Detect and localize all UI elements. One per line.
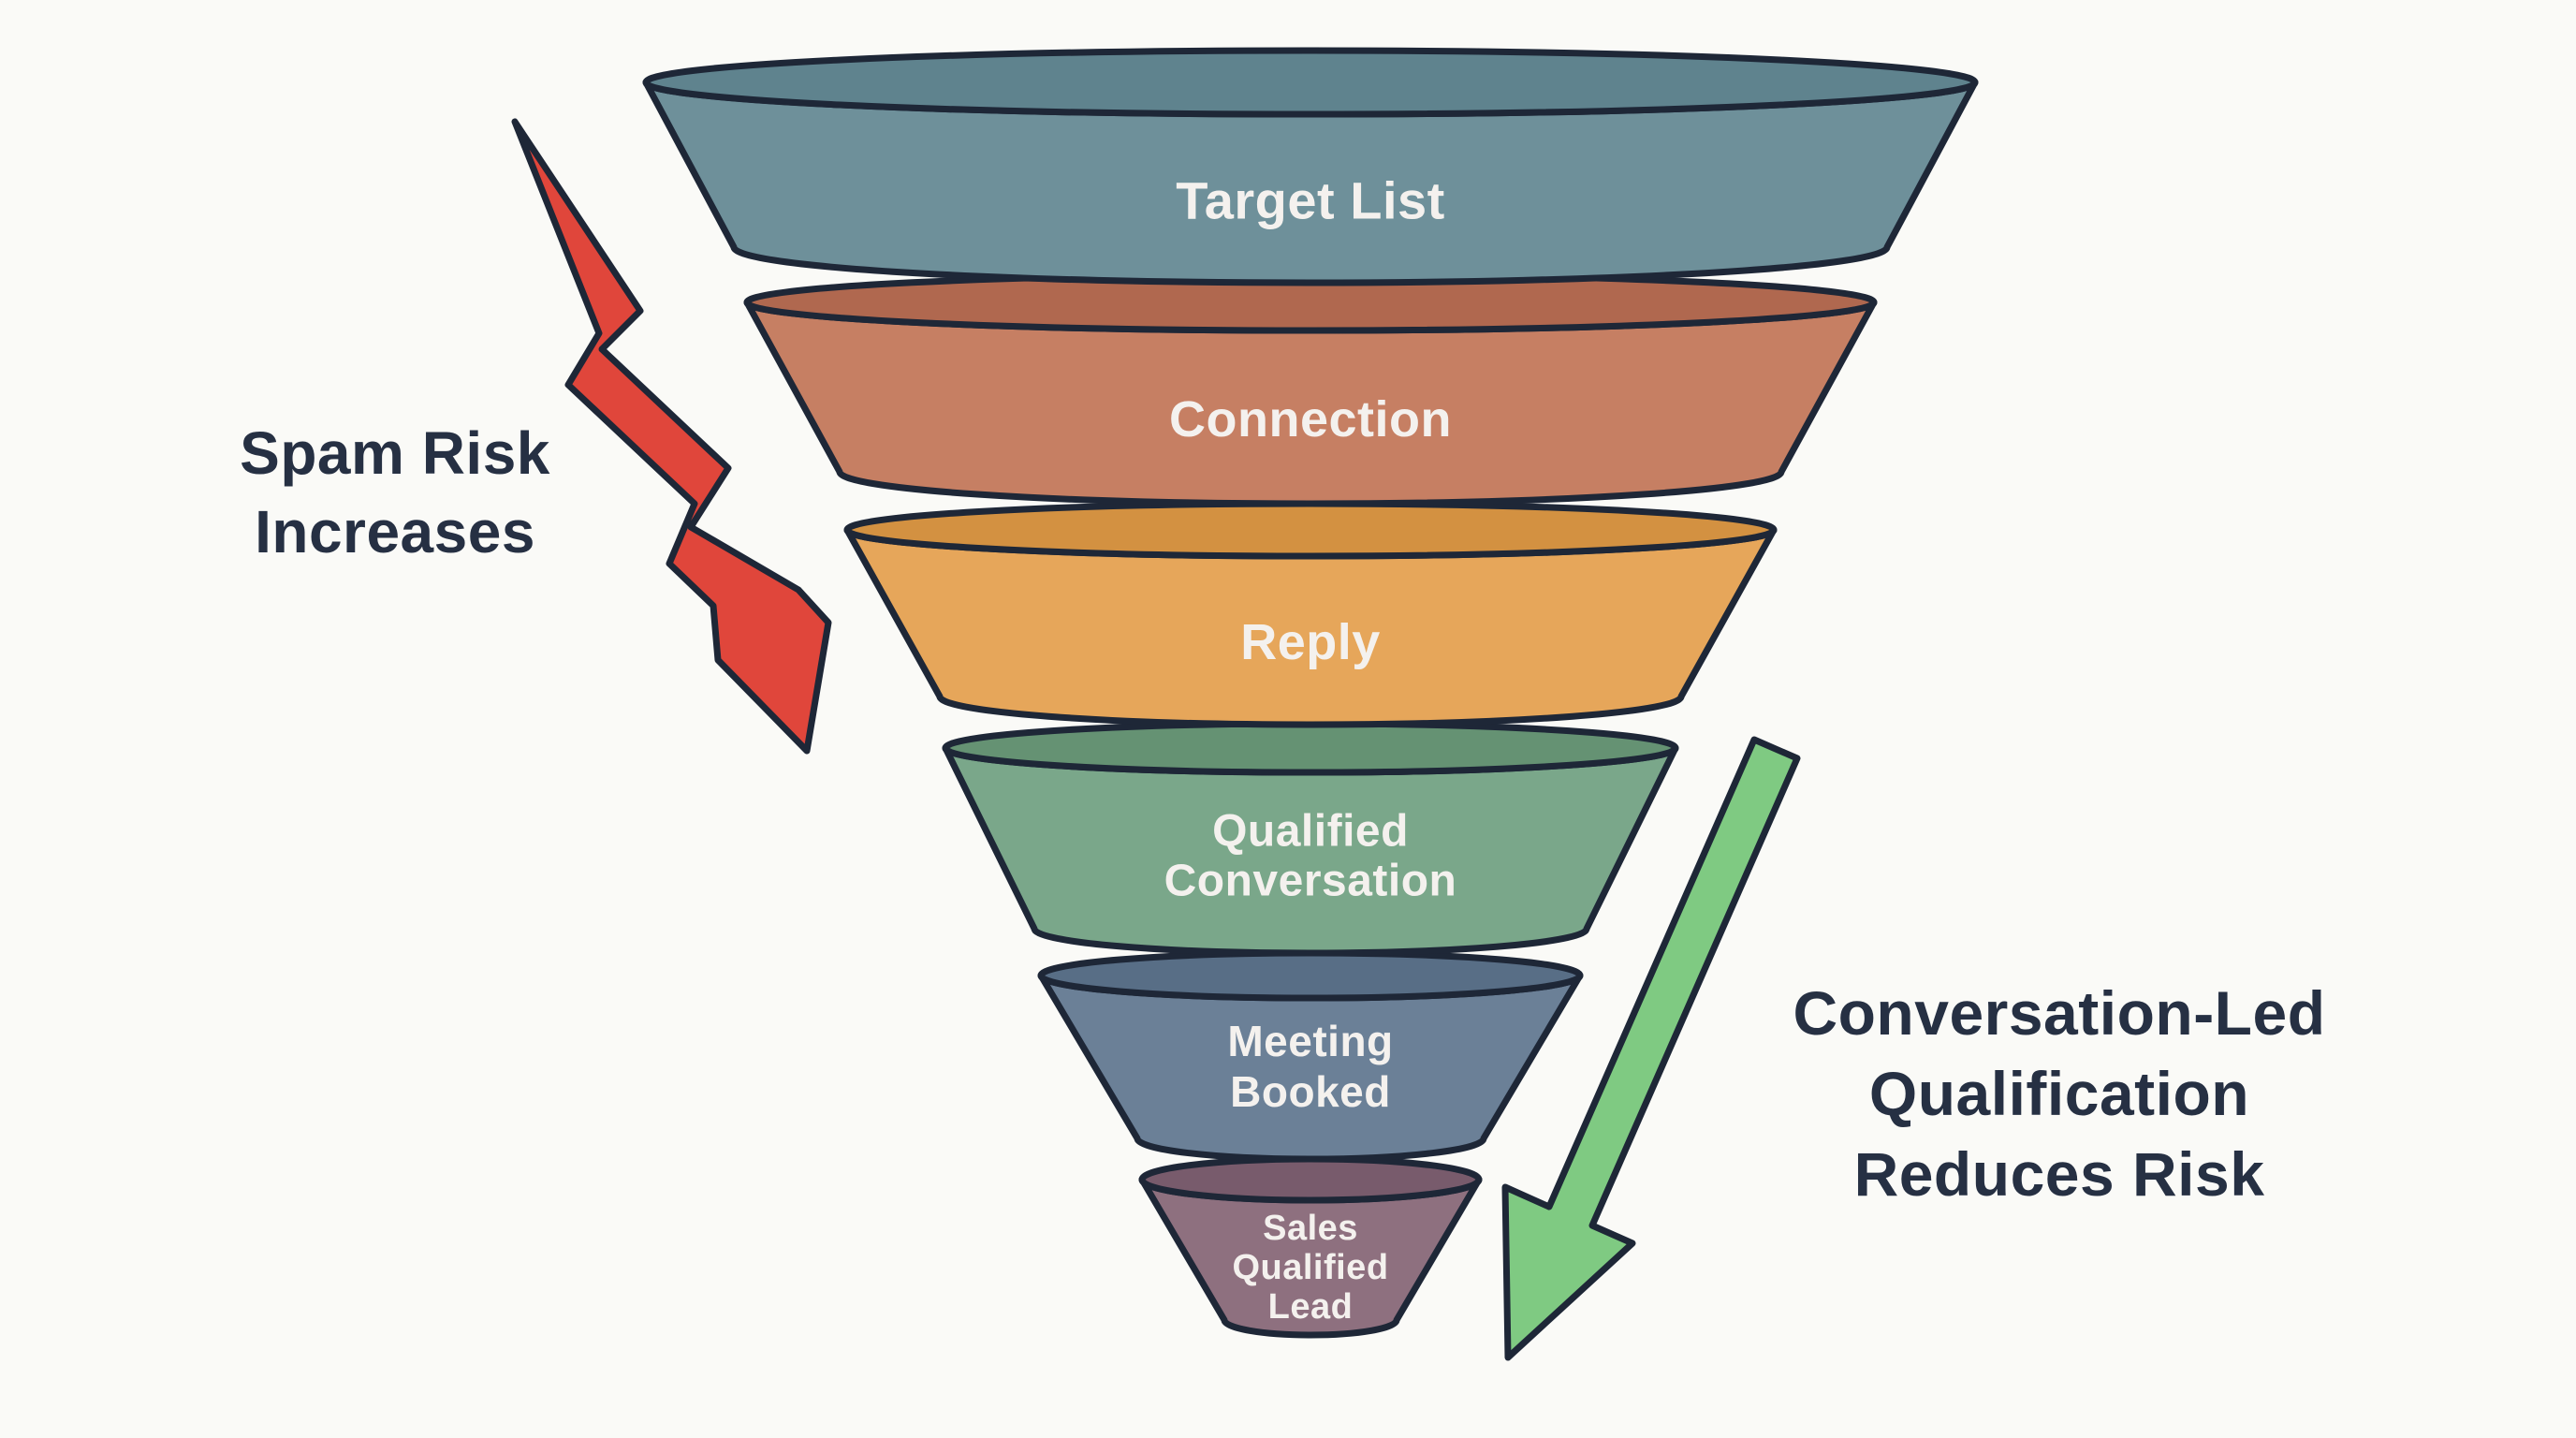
stage-rim xyxy=(843,500,1778,560)
stage-label-line: Reply xyxy=(1240,614,1381,670)
spam-risk-label-line: Spam Risk xyxy=(240,419,550,487)
stage-rim xyxy=(642,47,1979,118)
stage-label-line: Meeting xyxy=(1227,1017,1393,1065)
funnel-stage-connection: Connection xyxy=(743,271,1878,507)
stage-label-line: Connection xyxy=(1169,391,1452,448)
conversation-led-annotation: Conversation-Led Qualification Reduces R… xyxy=(1501,736,2325,1361)
stage-label-line: Target List xyxy=(1176,171,1445,230)
stage-label-line: Lead xyxy=(1268,1287,1354,1327)
conversation-led-label-line: Qualification xyxy=(1869,1059,2249,1128)
spam-risk-annotation: Spam Risk Increases xyxy=(240,118,832,755)
funnel-stage-qualified-conversation: Qualified Conversation xyxy=(942,720,1679,957)
funnel-stage-sales-qualified-lead: Sales Qualified Lead xyxy=(1138,1155,1483,1339)
conversation-led-label-line: Conversation-Led xyxy=(1793,978,2325,1048)
spam-risk-label-line: Increases xyxy=(255,498,535,565)
funnel-stage-reply: Reply xyxy=(843,500,1778,728)
stage-rim xyxy=(942,720,1679,776)
funnel-stage-target-list: Target List xyxy=(642,47,1979,286)
conversation-led-label-line: Reduces Risk xyxy=(1854,1139,2265,1209)
stage-label-line: Qualified xyxy=(1232,1248,1388,1287)
green-down-arrow-icon xyxy=(1501,736,1801,1361)
stage-label-line: Conversation xyxy=(1164,857,1457,906)
stage-label-line: Sales xyxy=(1263,1209,1358,1248)
red-lightning-arrow-icon xyxy=(511,118,832,755)
stage-rim xyxy=(1138,1155,1483,1204)
stage-rim xyxy=(1037,949,1584,1002)
stage-label-line: Booked xyxy=(1230,1067,1391,1116)
stage-label-line: Qualified xyxy=(1212,807,1409,857)
